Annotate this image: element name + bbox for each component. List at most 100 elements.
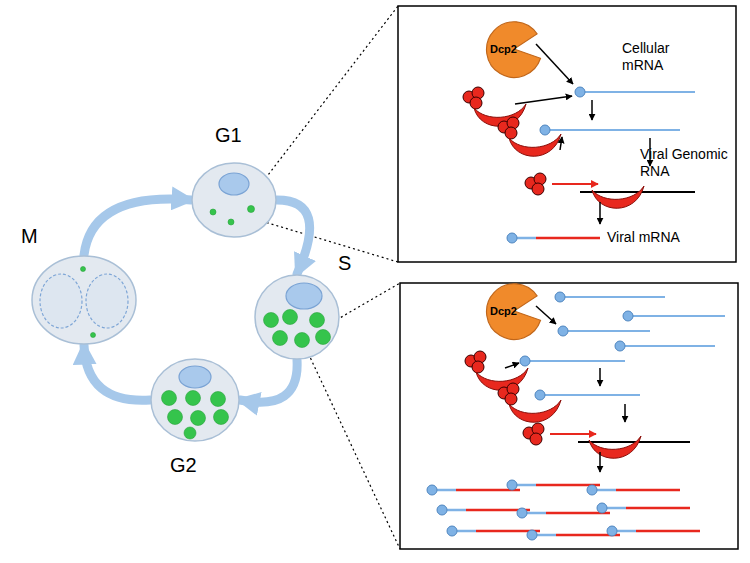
- phase-label: G2: [170, 454, 197, 477]
- cell-membrane: [32, 256, 136, 344]
- replication-body: [295, 333, 310, 348]
- line-shape: [536, 44, 573, 84]
- line-shape: [505, 363, 519, 368]
- line-shape: [568, 330, 650, 332]
- cell-membrane: [255, 275, 339, 359]
- rna-label: Viral mRNA: [607, 229, 717, 246]
- circle-shape: [558, 326, 568, 336]
- nucleus: [286, 283, 322, 309]
- line-shape: [552, 183, 598, 185]
- mrna-cap-segment: [607, 507, 626, 510]
- line-shape: [633, 315, 725, 317]
- line-shape: [585, 91, 695, 93]
- replication-body: [184, 427, 196, 439]
- cycle-arrow: [277, 200, 310, 274]
- replication-body: [273, 331, 288, 346]
- replication-body: [186, 391, 201, 406]
- mrna-cap: [597, 503, 607, 513]
- line-shape: [550, 129, 680, 131]
- use-shape: [498, 383, 561, 422]
- cell-membrane: [192, 163, 276, 237]
- enzyme-label: Dcp2: [490, 43, 517, 55]
- line-shape: [536, 237, 600, 240]
- line-shape: [591, 100, 593, 120]
- replication-body: [91, 333, 96, 338]
- circle-shape: [575, 87, 585, 97]
- phase-label: G1: [215, 124, 242, 147]
- replication-body: [162, 391, 177, 406]
- replication-body: [81, 267, 86, 272]
- viral-mrna-group: [427, 480, 700, 540]
- circle-shape: [555, 292, 565, 302]
- circle-shape: [540, 125, 550, 135]
- mrna-cap: [517, 508, 527, 518]
- replication-body: [168, 410, 183, 425]
- inset-box: [400, 283, 738, 549]
- mrna-cap-segment: [457, 530, 476, 533]
- mrna-cap-segment: [517, 484, 536, 487]
- line-shape: [624, 404, 626, 422]
- mrna-cap-segment: [597, 489, 616, 492]
- replication-body: [228, 219, 234, 225]
- mrna-cap: [507, 480, 517, 490]
- use-shape: [589, 436, 641, 458]
- g-shape: [520, 292, 633, 400]
- inset-box: [398, 6, 736, 262]
- mrna-cap-segment: [527, 512, 546, 515]
- mrna-cap: [437, 505, 447, 515]
- line-shape: [550, 433, 596, 435]
- mrna-cap-segment: [447, 509, 466, 512]
- cell-circle: G1: [191, 162, 277, 238]
- mrna-cap-segment: [617, 530, 636, 533]
- replication-body: [191, 411, 206, 426]
- line-shape: [599, 202, 601, 224]
- cell-circle: S: [254, 274, 340, 360]
- line-shape: [599, 452, 601, 472]
- replication-body: [248, 206, 255, 213]
- line-shape: [560, 137, 562, 150]
- enzyme-label: Dcp2: [490, 305, 517, 317]
- nucleus: [40, 274, 82, 328]
- node-outline: [31, 255, 137, 345]
- nucleus: [219, 173, 249, 195]
- nucleus: [179, 366, 211, 388]
- mrna-cap: [527, 530, 537, 540]
- bottom-inset-illustration: [427, 292, 725, 540]
- line-shape: [530, 360, 625, 362]
- line-shape: [625, 345, 715, 347]
- line-shape: [517, 237, 536, 240]
- cell-circle: G2: [150, 358, 240, 442]
- zoom-lines: [238, 6, 400, 549]
- viral-rna-segment: [636, 530, 700, 533]
- mrna-cap: [607, 526, 617, 536]
- mrna-cap: [447, 526, 457, 536]
- circle-shape: [535, 390, 545, 400]
- circle-shape: [507, 233, 517, 243]
- line-shape: [565, 296, 665, 298]
- replication-body: [214, 410, 229, 425]
- rna-label: Viral Genomic RNA: [640, 146, 732, 180]
- rna-label: Cellular mRNA: [622, 40, 692, 74]
- viral-rna-segment: [626, 507, 690, 510]
- cell-circle: M: [31, 255, 137, 345]
- use-shape: [465, 351, 528, 390]
- pacman-shape: [487, 284, 541, 340]
- phase-label: M: [21, 225, 38, 248]
- dcp2-enzyme: Dcp2: [484, 282, 544, 340]
- cycle-arrow: [84, 199, 191, 255]
- line-shape: [302, 340, 400, 549]
- top-inset-illustration: [463, 44, 695, 243]
- cycle-arrow: [240, 360, 297, 402]
- circle-shape: [615, 341, 625, 351]
- line-shape: [515, 96, 572, 104]
- viral-rna-segment: [616, 489, 680, 492]
- circle-shape: [623, 311, 633, 321]
- dcp2-enzyme: Dcp2: [484, 20, 544, 78]
- line-shape: [599, 368, 601, 386]
- use-shape: [498, 117, 561, 156]
- node-outline: [254, 274, 340, 360]
- circle-shape: [520, 356, 530, 366]
- pacman-shape: [487, 22, 541, 78]
- line-shape: [578, 441, 690, 443]
